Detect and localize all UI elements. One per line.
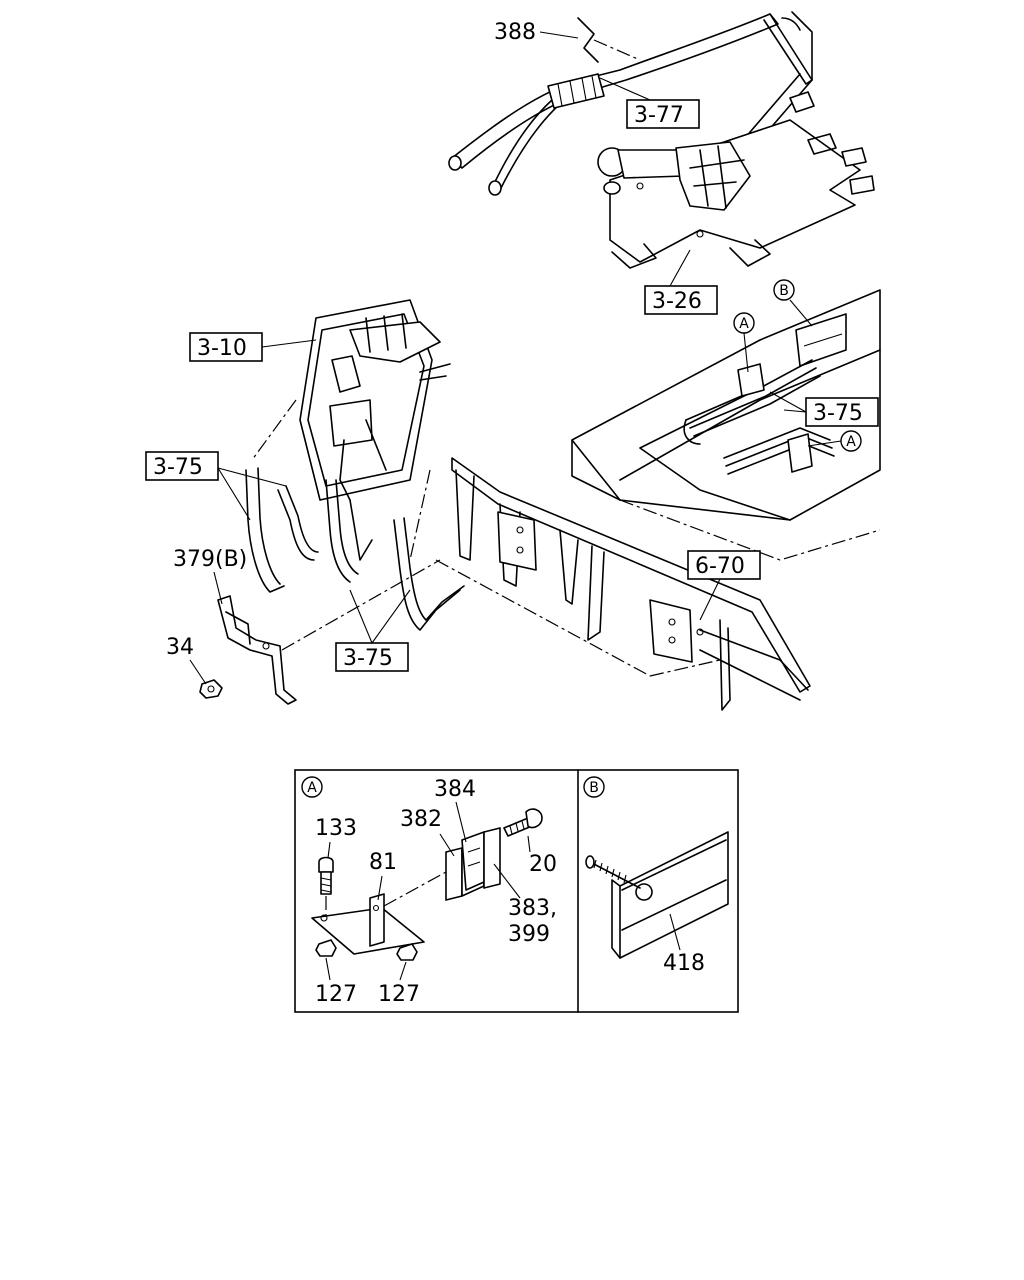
detail-b: B 418 xyxy=(583,776,729,976)
hose-assembly xyxy=(448,11,813,196)
pump-bracket xyxy=(597,91,875,269)
crossmember xyxy=(435,457,811,711)
hose-lines-3-75 xyxy=(245,467,465,631)
ref-box-3-77 xyxy=(626,99,700,129)
svg-text:B: B xyxy=(779,283,789,299)
part-81: 81 xyxy=(369,850,397,875)
ref-3-75-left: 3-75 xyxy=(153,455,203,480)
detail-a-tag xyxy=(301,776,323,798)
part-127-right: 127 xyxy=(378,982,420,1007)
ref-box-6-70 xyxy=(687,550,761,580)
ref-3-77: 3-77 xyxy=(634,103,684,128)
part-127-left: 127 xyxy=(315,982,357,1007)
part-20: 20 xyxy=(529,852,557,877)
ref-3-75-right: 3-75 xyxy=(813,401,863,426)
ref-box-3-75-bottom xyxy=(335,642,409,672)
svg-text:A: A xyxy=(846,434,856,450)
part-384: 384 xyxy=(434,777,476,802)
svg-text:B: B xyxy=(589,780,599,796)
part-418: 418 xyxy=(663,951,705,976)
ref-box-3-26 xyxy=(644,285,718,315)
ref-388: 388 xyxy=(494,20,536,45)
part-133: 133 xyxy=(315,816,357,841)
ref-3-75-bottom: 3-75 xyxy=(343,646,393,671)
part-382: 382 xyxy=(400,807,442,832)
main-labels: 388 3-77 3-26 3-10 3-75 3-75 3-75 6-70 3… xyxy=(145,20,879,685)
part-383: 383, xyxy=(508,896,557,921)
cab-floor-panel xyxy=(571,289,881,561)
ref-3-26: 3-26 xyxy=(652,289,702,314)
callout-b xyxy=(773,279,795,301)
svg-text:A: A xyxy=(307,780,317,796)
ref-6-70: 6-70 xyxy=(695,554,745,579)
bracket-379b xyxy=(199,559,441,705)
svg-text:A: A xyxy=(739,316,749,332)
detail-b-tag xyxy=(583,776,605,798)
ref-379b: 379(B) xyxy=(173,547,247,572)
ref-box-3-75-left xyxy=(145,451,219,481)
part-399: 399 xyxy=(508,922,550,947)
pedal-assembly xyxy=(251,299,451,561)
ref-box-3-10 xyxy=(189,332,263,362)
detail-a: A 384 382 133 81 20 383, xyxy=(301,776,557,1007)
ref-box-3-75-right xyxy=(805,397,879,427)
ref-3-10: 3-10 xyxy=(197,336,247,361)
ref-34: 34 xyxy=(166,635,194,660)
